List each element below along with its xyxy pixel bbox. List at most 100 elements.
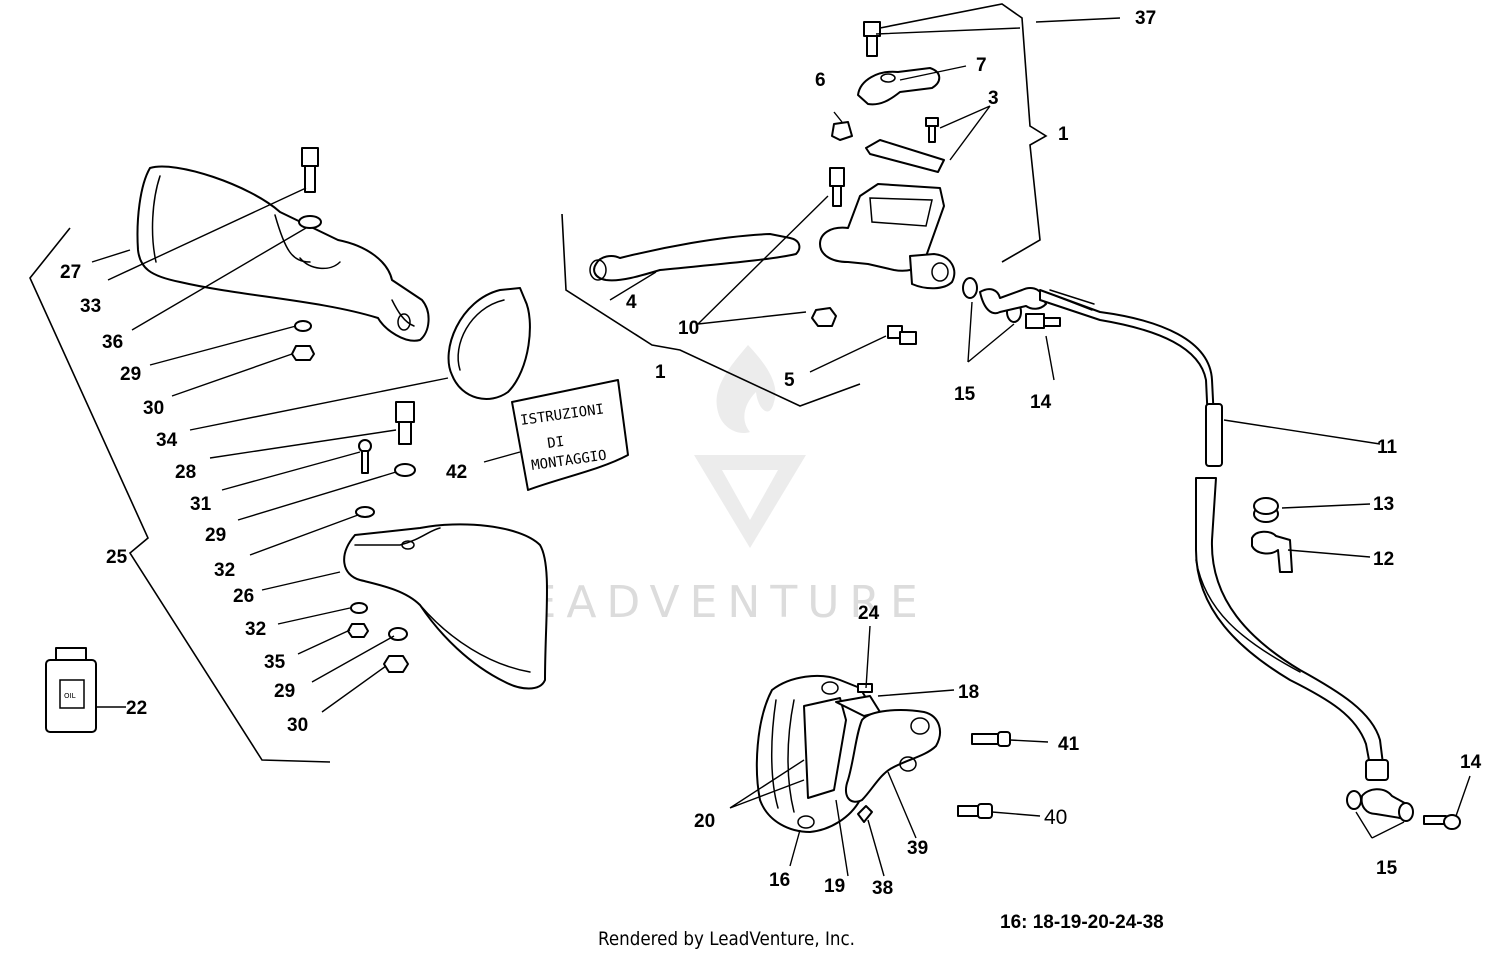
- master-cylinder-group: [561, 3, 1381, 445]
- banjo-bolt-14: [1025, 313, 1061, 329]
- lower-handguard: [343, 523, 548, 690]
- callout-6: 6: [815, 70, 826, 91]
- callout-35: 35: [264, 652, 286, 673]
- screw-37: [863, 21, 881, 57]
- washer-15-d: [1398, 802, 1414, 822]
- grommet-13: [1253, 497, 1279, 523]
- washer-29-mid: [394, 463, 416, 477]
- clamp-7: [857, 67, 941, 106]
- washer-32-upper: [355, 506, 375, 518]
- washer-29-lower: [388, 627, 408, 641]
- callout-24: 24: [858, 603, 880, 624]
- callout-32-lower: 32: [245, 619, 266, 640]
- callout-11: 11: [1377, 437, 1398, 458]
- brake-lever-4: [593, 233, 801, 282]
- leaders-right: [1281, 503, 1471, 839]
- oil-bottle-22: OIL: [45, 647, 97, 733]
- master-cylinder-body: [819, 183, 956, 290]
- callout-30-lower: 30: [287, 715, 308, 736]
- callout-29-mid: 29: [205, 525, 226, 546]
- callout-29-lower: 29: [274, 681, 295, 702]
- hose-upper: [1039, 289, 1217, 466]
- pivot-bolt-10: [829, 167, 845, 207]
- callout-31: 31: [190, 494, 212, 515]
- callout-36: 36: [102, 332, 123, 353]
- callout-41: 41: [1058, 734, 1080, 755]
- callout-29-upper: 29: [120, 364, 141, 385]
- left-handguard-group: OIL ISTRUZIONI DI MONTAGGIO: [29, 147, 629, 763]
- banjo-bolt-14-lower: [1423, 814, 1461, 830]
- nut-6: [831, 121, 853, 141]
- clamp-band-34: [447, 287, 531, 400]
- washer-15-c: [1346, 790, 1362, 810]
- upper-handguard: [136, 165, 430, 342]
- callout-42: 42: [446, 462, 467, 483]
- callout-25: 25: [106, 547, 128, 568]
- bolt-28: [395, 401, 415, 445]
- leaders-master: [609, 17, 1381, 445]
- washer-32-lower: [350, 602, 368, 614]
- callout-10: 10: [678, 318, 699, 339]
- callout-4: 4: [626, 292, 637, 313]
- callout-13: 13: [1373, 494, 1394, 515]
- washer-36: [298, 215, 322, 229]
- callout-15-upper: 15: [954, 384, 976, 405]
- group-bracket-1-upper: [879, 3, 1048, 263]
- brake-pad-20: [803, 697, 847, 799]
- callout-15-lower: 15: [1376, 858, 1398, 879]
- hose-clip-12: [1251, 530, 1293, 573]
- nut-35: [347, 623, 369, 638]
- caliper-bracket-39: [844, 709, 941, 803]
- callout-14-upper: 14: [1030, 392, 1052, 413]
- nut-30-upper: [291, 345, 315, 361]
- clip-38: [857, 805, 873, 823]
- bolt-40: [957, 803, 993, 819]
- instruction-card-42: ISTRUZIONI DI MONTAGGIO: [511, 379, 629, 491]
- brake-switch-5: [887, 325, 917, 345]
- callout-30-upper: 30: [143, 398, 164, 419]
- callout-16: 16: [769, 870, 790, 891]
- callout-3: 3: [988, 88, 999, 109]
- callout-19: 19: [824, 876, 845, 897]
- callout-28: 28: [175, 462, 196, 483]
- leaders-caliper: [729, 625, 1049, 877]
- callout-38: 38: [872, 878, 893, 899]
- callout-27: 27: [60, 262, 81, 283]
- callout-5: 5: [784, 370, 795, 391]
- pivot-nut-10: [811, 307, 837, 327]
- caliper-group: [729, 625, 1049, 877]
- callout-37: 37: [1135, 8, 1156, 29]
- callout-7: 7: [976, 55, 987, 76]
- callout-34: 34: [156, 430, 178, 451]
- pin-24: [857, 683, 873, 693]
- callout-39: 39: [907, 838, 928, 859]
- callout-32-upper: 32: [214, 560, 235, 581]
- watermark-text: LEADVENTURE: [494, 577, 928, 628]
- callout-20: 20: [694, 811, 715, 832]
- callout-1-lower: 1: [655, 362, 666, 383]
- callout-40: 40: [1044, 806, 1067, 829]
- callout-labels: 37 7 6 3 1 4 10 1 5 15 14 11 13 12 24 18…: [60, 8, 1482, 899]
- callout-33: 33: [80, 296, 101, 317]
- callout-1-upper: 1: [1058, 124, 1069, 145]
- group-bracket-25: [29, 227, 331, 763]
- leaders-left: [91, 187, 521, 713]
- nut-30-lower: [383, 655, 409, 673]
- bolt-41: [971, 731, 1011, 747]
- instruction-line-2: DI: [546, 434, 565, 452]
- oil-bottle-label: OIL: [64, 692, 76, 700]
- washer-15-a: [962, 277, 978, 299]
- bolt-33: [301, 147, 319, 193]
- callout-14-lower: 14: [1460, 752, 1482, 773]
- callout-18: 18: [958, 682, 979, 703]
- leadventure-watermark: LEADVENTURE: [494, 345, 928, 628]
- footer-credit: Rendered by LeadVenture, Inc.: [598, 928, 856, 950]
- kit-contents-note: 16: 18-19-20-24-38: [1000, 912, 1164, 933]
- washer-29-upper: [294, 320, 312, 332]
- callout-22: 22: [126, 698, 147, 719]
- brake-hose-group: [1039, 289, 1471, 839]
- screw-31: [358, 439, 372, 474]
- reservoir-cover-3: [865, 139, 945, 173]
- group-bracket-1-lower: [561, 213, 861, 407]
